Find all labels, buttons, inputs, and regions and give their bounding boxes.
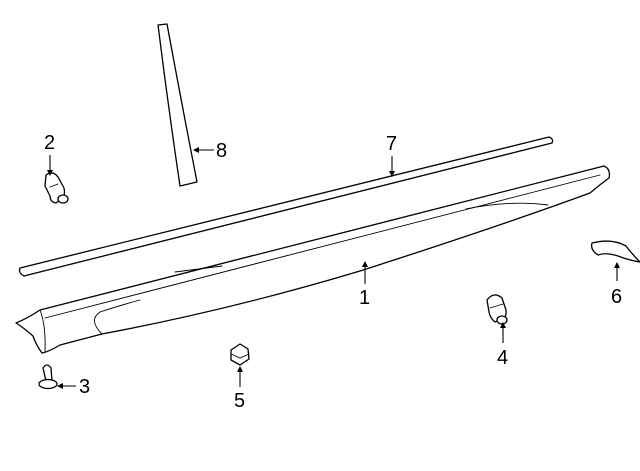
callout-3: 3	[79, 376, 90, 398]
part-3-retainer	[38, 364, 58, 390]
callout-1: 1	[359, 287, 370, 309]
part-8-pillar-applique	[157, 23, 198, 187]
part-4-clip	[486, 294, 508, 325]
callout-4: 4	[497, 347, 508, 369]
callout-2: 2	[44, 132, 55, 154]
leader-lines	[47, 147, 620, 389]
callout-labels: 1 2 3 4 5 6 7 8	[44, 132, 622, 412]
callout-8: 8	[216, 140, 227, 162]
part-7-belt-molding	[18, 136, 554, 277]
part-5-nut	[230, 343, 250, 366]
callout-5: 5	[234, 390, 245, 412]
part-1-rocker-molding	[15, 165, 611, 354]
part-2-clip	[44, 172, 69, 204]
callout-6: 6	[611, 286, 622, 308]
part-6-end-cap	[590, 240, 640, 263]
callout-7: 7	[386, 133, 397, 155]
